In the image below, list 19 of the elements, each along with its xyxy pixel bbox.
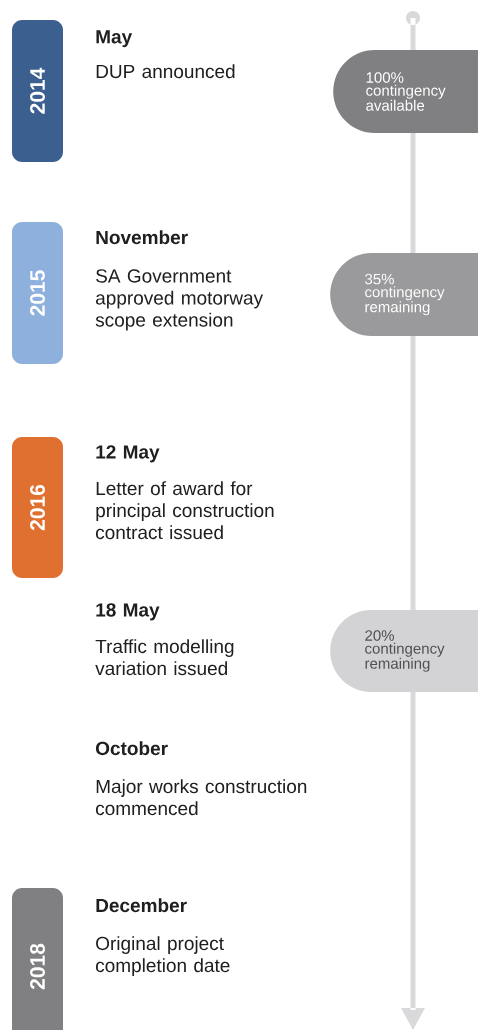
event-description: SA Government approved motorway scope extension: [95, 269, 264, 331]
event-date: December: [96, 898, 187, 913]
contingency-badge: 35% contingency remaining: [330, 253, 478, 336]
year-tab: 2015: [12, 222, 63, 364]
event-date: May: [96, 30, 133, 48]
event-description: DUP announced: [96, 64, 235, 79]
event-description: Major works construction commenced: [96, 779, 307, 816]
event-description: Letter of award for principal construction contract issued: [96, 481, 274, 540]
event-date: October: [96, 741, 168, 756]
year-tab: 2014: [12, 20, 63, 162]
year-tab: 2016: [12, 437, 63, 578]
event-description: Original project completion date: [96, 936, 230, 976]
event-date: 18 May: [96, 603, 160, 621]
year-tab: 2018: [12, 888, 63, 1030]
contingency-badge: 20% contingency remaining: [330, 610, 478, 692]
event-description: Traffic modelling variation issued: [95, 639, 234, 676]
event-date: November: [96, 230, 188, 245]
event-date: 12 May: [96, 445, 160, 463]
contingency-badge: 100% contingency available: [333, 50, 478, 133]
